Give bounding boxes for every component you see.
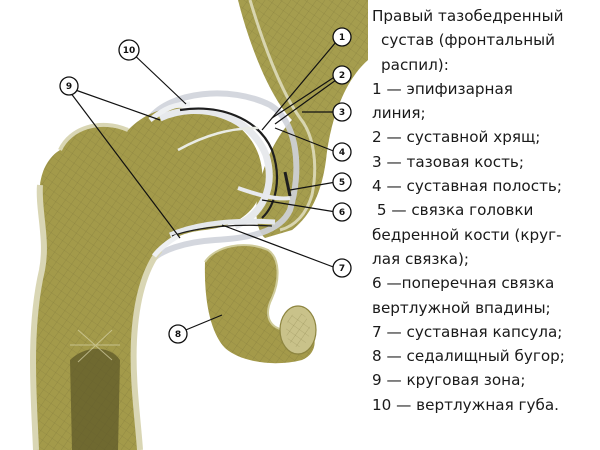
svg-text:6: 6: [339, 208, 345, 218]
legend-item: 8 — седалищный бугор;: [372, 347, 565, 366]
svg-text:7: 7: [339, 264, 345, 274]
legend-item: 2 — суставной хрящ;: [372, 128, 541, 147]
hip-joint-illustration: 1 2 3 4 5 6 7 8 9 10: [30, 0, 368, 450]
legend-item: 9 — круговая зона;: [372, 371, 526, 390]
caption-legend: Правый тазобедренный сустав (фронтальный…: [372, 4, 598, 417]
femur: [30, 107, 263, 450]
articular-cartilage: [158, 107, 273, 230]
marker-8: 8: [168, 324, 188, 344]
marker-10: 10: [118, 39, 140, 61]
svg-text:2: 2: [339, 71, 345, 81]
epiphyseal-line: [177, 126, 259, 152]
svg-text:9: 9: [66, 82, 72, 92]
svg-text:5: 5: [339, 178, 345, 188]
transverse-ligament: [169, 218, 276, 238]
caption-title-line: распил):: [381, 55, 449, 74]
legend-item: 4 — суставная полость;: [372, 177, 562, 196]
legend-item: линия;: [372, 104, 426, 123]
marker-2: 2: [332, 65, 352, 85]
marker-3: 3: [332, 102, 352, 122]
svg-text:10: 10: [123, 46, 136, 56]
joint-capsule: [147, 90, 300, 265]
ligament-of-head: [237, 186, 291, 201]
marker-4: 4: [332, 142, 352, 162]
marker-6: 6: [332, 202, 352, 222]
marker-9: 9: [59, 76, 79, 96]
joint-cavity: [179, 107, 279, 219]
legend-item: 3 — тазовая кость;: [372, 152, 524, 171]
caption-title-line: сустав (фронтальный: [381, 31, 555, 50]
legend-item: 1 — эпифизарная: [372, 79, 513, 98]
svg-text:1: 1: [339, 33, 345, 43]
marker-7: 7: [332, 258, 352, 278]
legend-item: 5 — связка головки: [372, 201, 534, 220]
ischial-tuberosity: [204, 244, 317, 364]
caption-title-line: Правый тазобедренный: [372, 7, 564, 25]
marker-5: 5: [332, 172, 352, 192]
leader-lines: [66, 41, 337, 335]
marker-1: 1: [332, 27, 352, 47]
svg-text:4: 4: [339, 148, 345, 158]
legend-item: вертлужной впадины;: [372, 298, 551, 317]
legend-item: лая связка);: [372, 249, 470, 268]
svg-text:3: 3: [339, 108, 345, 118]
legend-item: 7 — суставная капсула;: [372, 322, 563, 341]
svg-text:8: 8: [175, 330, 181, 340]
legend-item: бедренной кости (круг-: [372, 225, 562, 244]
legend-item: 6 —поперечная связка: [372, 274, 555, 293]
legend-item: 10 — вертлужная губа.: [372, 395, 559, 414]
